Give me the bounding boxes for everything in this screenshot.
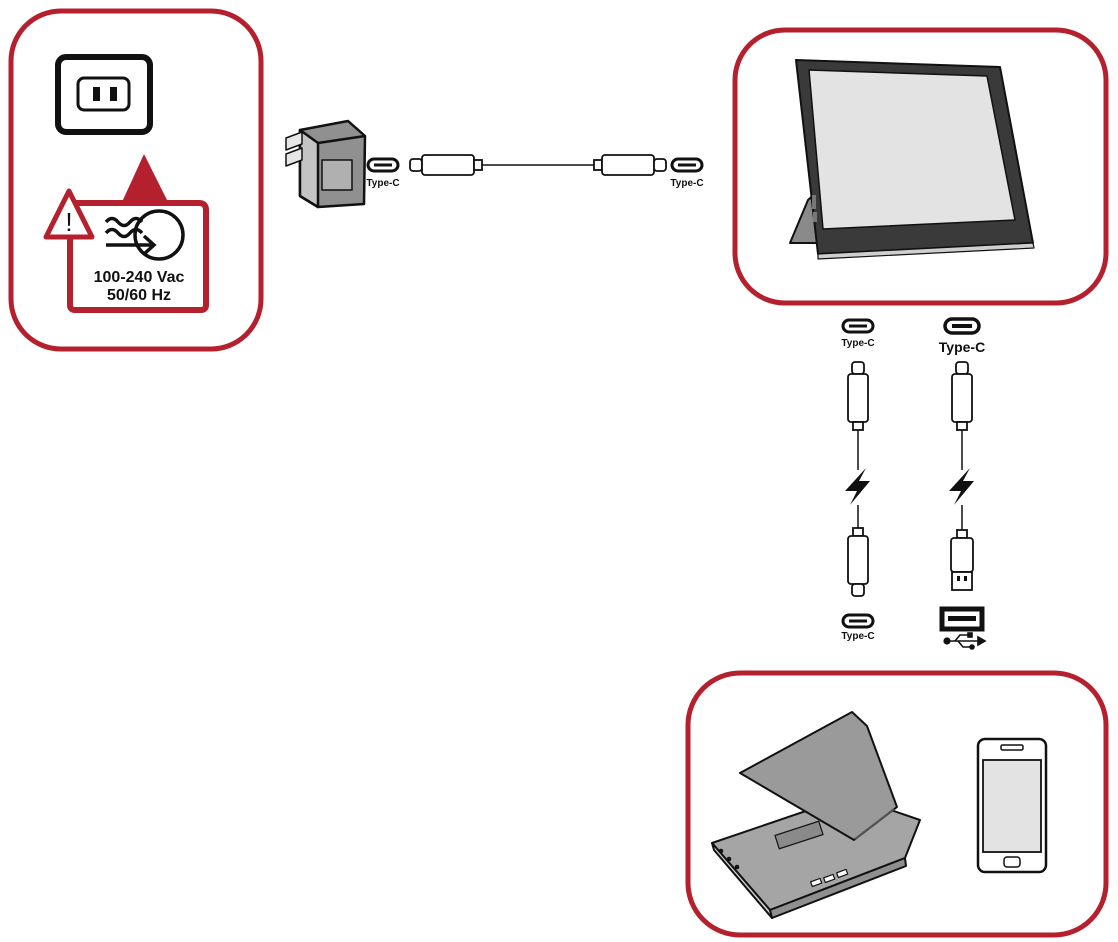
source-devices-panel bbox=[685, 670, 1109, 938]
warning-symbol: ! bbox=[65, 207, 72, 237]
usb-c-cable-connector bbox=[593, 154, 667, 176]
usb-c-cable-connector bbox=[951, 361, 973, 431]
typec-to-typec-link: Type-C Type-C bbox=[841, 318, 875, 642]
monitor-panel bbox=[732, 27, 1109, 306]
devices-panel-frame bbox=[685, 670, 1109, 938]
usb-c-port-icon bbox=[366, 157, 400, 173]
smartphone-icon bbox=[976, 737, 1048, 874]
warning-icon: ! bbox=[43, 188, 95, 240]
ac-input-icon bbox=[104, 209, 185, 261]
usb-a-cable-connector bbox=[950, 529, 974, 591]
lightning-icon bbox=[845, 468, 870, 505]
usb-c-port-icon bbox=[943, 317, 981, 335]
power-panel-frame bbox=[8, 8, 264, 352]
adapter-left-port-label: Type-C bbox=[366, 178, 399, 189]
portable-monitor-icon bbox=[789, 59, 1035, 260]
usb-c-port-icon bbox=[670, 157, 704, 173]
laptop-icon bbox=[711, 711, 921, 919]
typec-to-usba-link: Type-C bbox=[939, 317, 987, 650]
power-source-panel: ! 100-240 Vac 50/60 Hz bbox=[8, 8, 264, 352]
typec-link-bottom-label: Type-C bbox=[841, 631, 874, 642]
usb-c-cable-connector bbox=[847, 361, 869, 431]
usb-trident-icon bbox=[943, 632, 987, 650]
adapter-cable: Type-C Type-C bbox=[366, 154, 704, 189]
power-adapter-icon bbox=[285, 119, 367, 209]
usb-c-cable-connector bbox=[409, 154, 483, 176]
adapter-right-port-label: Type-C bbox=[670, 178, 703, 189]
usb-c-port-icon bbox=[841, 318, 875, 334]
wall-outlet-icon bbox=[55, 54, 153, 135]
monitor-panel-frame bbox=[732, 27, 1109, 306]
usb-c-cable-connector bbox=[847, 527, 869, 597]
usb-link-top-label: Type-C bbox=[939, 339, 985, 355]
lightning-icon bbox=[949, 468, 974, 505]
frequency-label: 50/60 Hz bbox=[107, 287, 171, 304]
typec-link-top-label: Type-C bbox=[841, 338, 874, 349]
usb-c-port-icon bbox=[841, 613, 875, 629]
usb-a-port-icon bbox=[939, 606, 985, 632]
voltage-label: 100-240 Vac bbox=[94, 269, 185, 286]
